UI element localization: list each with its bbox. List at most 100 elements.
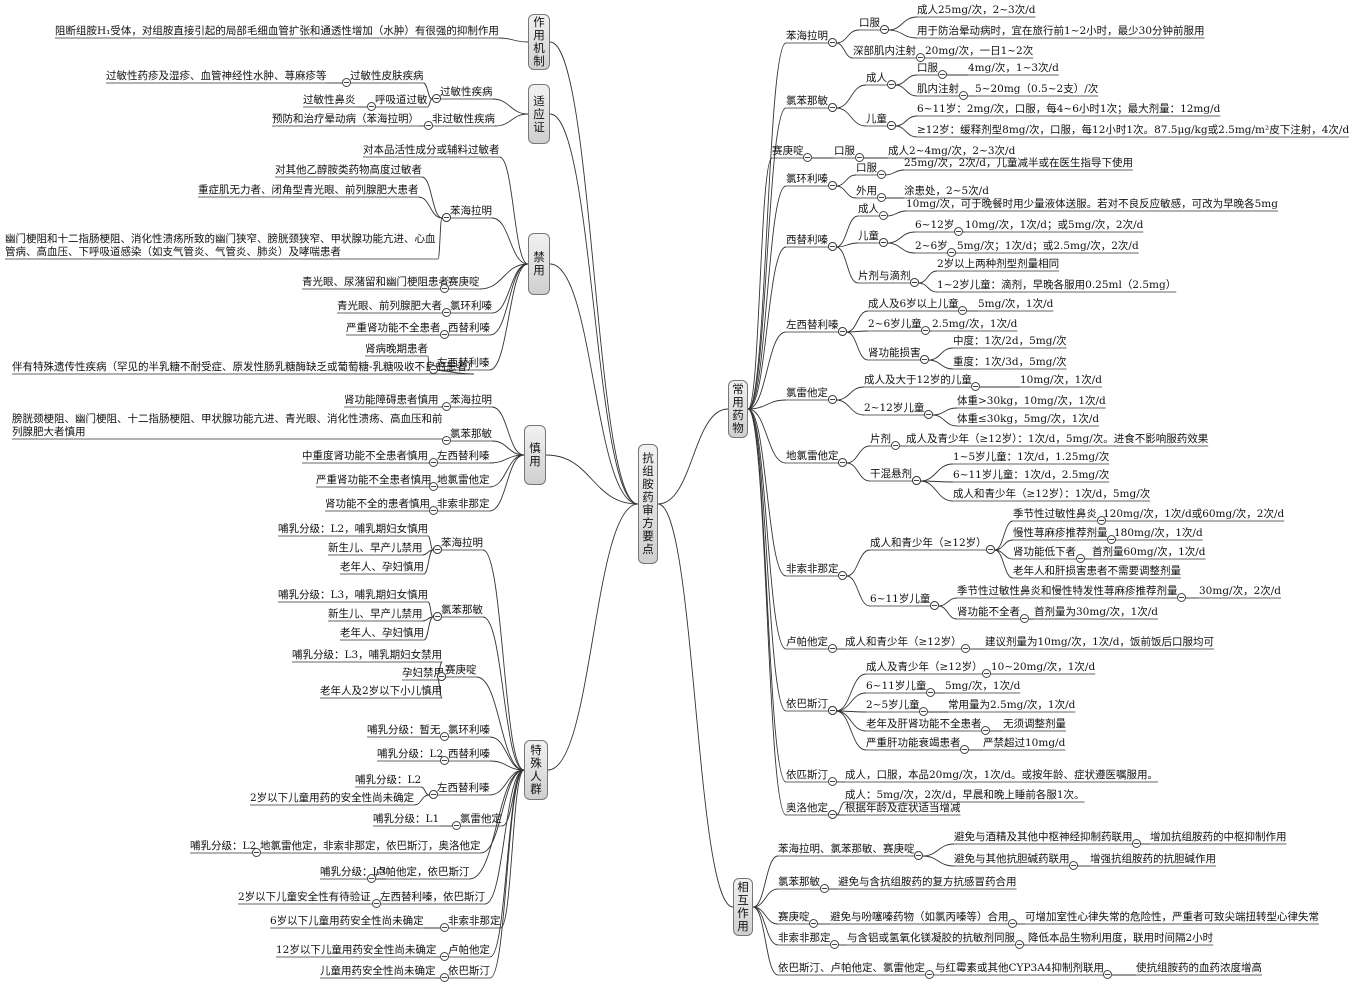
collapse-icon[interactable] — [838, 570, 847, 580]
collapse-icon[interactable] — [366, 101, 376, 111]
collapse-icon[interactable] — [919, 706, 929, 716]
collapse-icon[interactable] — [439, 922, 449, 932]
collapse-icon[interactable] — [431, 93, 441, 103]
collapse-icon[interactable] — [920, 354, 929, 364]
collapse-icon[interactable] — [879, 24, 889, 34]
branch-label: 与含铝或氢氧化镁凝胶的抗敏剂同服 — [847, 932, 1015, 944]
collapse-icon[interactable] — [830, 939, 839, 949]
collapse-icon[interactable] — [819, 883, 829, 893]
collapse-icon[interactable] — [371, 898, 381, 908]
collapse-icon[interactable] — [937, 69, 947, 79]
collapse-icon[interactable] — [439, 283, 449, 293]
collapse-icon[interactable] — [827, 809, 837, 819]
collapse-icon[interactable] — [439, 972, 449, 982]
collapse-icon[interactable] — [929, 600, 939, 610]
collapse-icon[interactable] — [439, 329, 449, 339]
collapse-icon[interactable] — [1075, 553, 1085, 563]
connector — [482, 616, 525, 771]
collapse-icon[interactable] — [921, 325, 931, 335]
collapse-icon[interactable] — [1008, 918, 1017, 928]
branch-label: 孕妇禁用 — [402, 667, 444, 679]
collapse-icon[interactable] — [436, 671, 446, 681]
collapse-icon[interactable] — [827, 180, 837, 190]
collapse-icon[interactable] — [961, 643, 971, 653]
collapse-icon[interactable] — [439, 731, 449, 741]
branch-label: 青光眼、前列腺肥大者 — [337, 300, 442, 312]
collapse-icon[interactable] — [803, 152, 812, 162]
collapse-icon[interactable] — [423, 120, 433, 130]
collapse-icon[interactable] — [986, 544, 996, 554]
collapse-icon[interactable] — [827, 394, 837, 404]
collapse-icon[interactable] — [876, 192, 886, 202]
collapse-icon[interactable] — [1014, 939, 1024, 949]
branch-label: 哺乳分级：L2，哺乳期妇女慎用 — [278, 523, 429, 535]
collapse-icon[interactable] — [827, 102, 837, 112]
collapse-icon[interactable] — [924, 969, 934, 979]
collapse-icon[interactable] — [886, 79, 896, 89]
collapse-icon[interactable] — [981, 725, 990, 735]
collapse-icon[interactable] — [827, 241, 837, 251]
collapse-icon[interactable] — [428, 789, 438, 799]
collapse-icon[interactable] — [441, 435, 451, 445]
branch-label: 180mg/次，1次/d — [1114, 527, 1203, 539]
collapse-icon[interactable] — [1096, 515, 1106, 525]
collapse-icon[interactable] — [428, 457, 438, 467]
collapse-icon[interactable] — [1019, 613, 1029, 623]
branch-label: 肌内注射 — [917, 83, 959, 95]
collapse-icon[interactable] — [971, 381, 981, 391]
branch-label: 地氯雷他定，非索非那定，依巴斯汀，奥洛他定 — [260, 840, 481, 852]
collapse-icon[interactable] — [876, 169, 886, 179]
collapse-icon[interactable] — [914, 850, 923, 860]
collapse-icon[interactable] — [878, 237, 888, 247]
collapse-icon[interactable] — [1107, 534, 1116, 544]
collapse-icon[interactable] — [432, 544, 442, 554]
collapse-icon[interactable] — [958, 305, 968, 315]
collapse-icon[interactable] — [439, 951, 449, 961]
collapse-icon[interactable] — [441, 212, 451, 222]
collapse-icon[interactable] — [947, 247, 957, 257]
connector — [437, 217, 443, 260]
collapse-icon[interactable] — [428, 505, 438, 515]
collapse-icon[interactable] — [878, 210, 888, 220]
collapse-icon[interactable] — [428, 364, 438, 374]
branch-label: 肾功能不全的患者慎用 — [325, 498, 430, 510]
collapse-icon[interactable] — [838, 326, 847, 336]
collapse-icon[interactable] — [1103, 969, 1113, 979]
collapse-icon[interactable] — [428, 481, 438, 491]
collapse-icon[interactable] — [827, 705, 837, 715]
collapse-icon[interactable] — [366, 873, 376, 883]
collapse-icon[interactable] — [441, 307, 451, 317]
collapse-icon[interactable] — [910, 277, 919, 287]
collapse-icon[interactable] — [827, 776, 837, 786]
collapse-icon[interactable] — [915, 52, 925, 62]
collapse-icon[interactable] — [923, 409, 933, 419]
collapse-icon[interactable] — [960, 744, 969, 754]
collapse-icon[interactable] — [432, 611, 442, 621]
branch-label: 青光眼、尿潴留和幽门梗阻患者 — [302, 276, 449, 288]
collapse-icon[interactable] — [1132, 838, 1141, 848]
collapse-icon[interactable] — [958, 90, 968, 100]
collapse-icon[interactable] — [439, 755, 449, 765]
collapse-icon[interactable] — [441, 401, 451, 411]
collapse-icon[interactable] — [251, 847, 261, 857]
collapse-icon[interactable] — [925, 687, 935, 697]
collapse-icon[interactable] — [890, 440, 900, 450]
branch-label: 中度：1次/2d，5mg/次 — [953, 335, 1067, 347]
collapse-icon[interactable] — [886, 120, 896, 130]
collapse-icon[interactable] — [827, 643, 837, 653]
branch-label: 儿童用药安全性尚未确定 — [320, 965, 436, 977]
branch-label: 老年人和肝损害患者不需要调整剂量 — [1013, 565, 1181, 577]
collapse-icon[interactable] — [451, 820, 461, 830]
collapse-icon[interactable] — [838, 457, 847, 467]
branch-label: 中重度肾功能不全患者慎用 — [302, 450, 428, 462]
collapse-icon[interactable] — [341, 77, 351, 87]
collapse-icon[interactable] — [911, 475, 921, 485]
collapse-icon[interactable] — [982, 668, 992, 678]
collapse-icon[interactable] — [953, 226, 963, 236]
collapse-icon[interactable] — [809, 918, 818, 928]
collapse-icon[interactable] — [1069, 860, 1078, 870]
connector — [894, 125, 918, 138]
collapse-icon[interactable] — [827, 37, 837, 47]
collapse-icon[interactable] — [1177, 592, 1186, 602]
collapse-icon[interactable] — [854, 152, 864, 162]
